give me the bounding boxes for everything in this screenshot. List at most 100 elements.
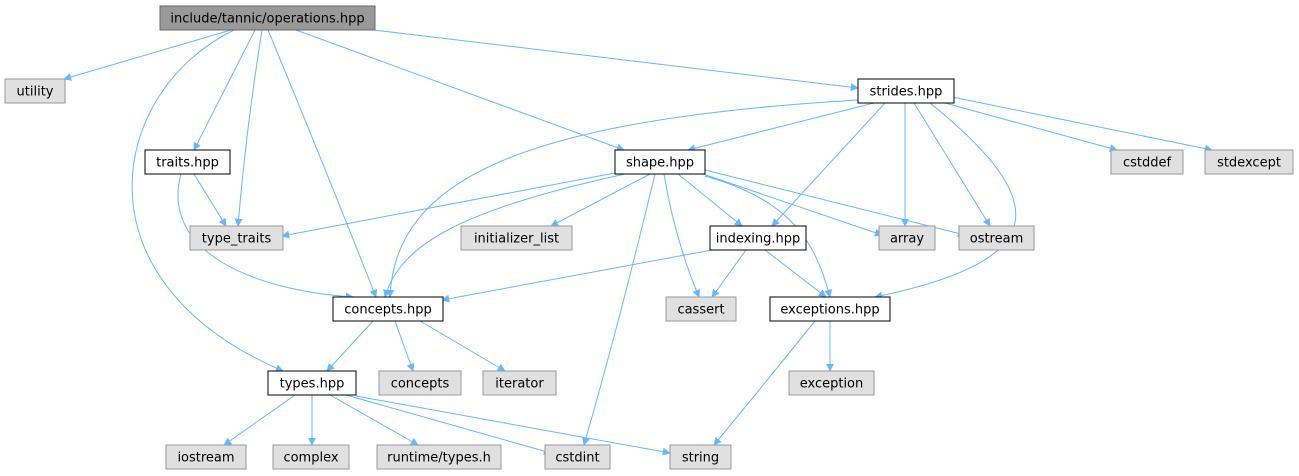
node-string: string <box>669 444 732 470</box>
node-box <box>460 225 573 251</box>
node-strides[interactable]: strides.hpp <box>857 78 955 104</box>
node-box <box>769 296 891 322</box>
node-box <box>665 296 737 322</box>
node-label: shape.hpp <box>626 156 694 171</box>
node-array: array <box>878 225 936 251</box>
node-label: exception <box>800 377 864 392</box>
node-box <box>482 370 557 396</box>
edge-traits-to-concepts_hpp <box>177 173 354 301</box>
node-box <box>857 78 955 104</box>
node-box <box>709 225 807 251</box>
node-concepts: concepts <box>378 370 462 396</box>
node-label: strides.hpp <box>870 85 943 100</box>
edge-strides-to-concepts_hpp <box>386 99 859 298</box>
node-label: indexing.hpp <box>716 232 801 247</box>
edge-strides-to-ostream <box>913 102 991 227</box>
node-label: ostream <box>970 232 1024 247</box>
node-root[interactable]: include/tannic/operations.hpp <box>159 5 376 31</box>
edge-concepts_hpp-to-iterator <box>419 320 506 372</box>
node-box <box>958 225 1035 251</box>
node-box <box>1110 149 1184 175</box>
edge-indexing-to-concepts_hpp <box>441 249 713 303</box>
node-concepts-hpp[interactable]: concepts.hpp <box>332 296 444 322</box>
node-indexing[interactable]: indexing.hpp <box>709 225 807 251</box>
node-shape[interactable]: shape.hpp <box>614 149 706 175</box>
edge-shape-to-indexing <box>677 173 743 227</box>
node-label: string <box>682 451 719 466</box>
node-label: traits.hpp <box>156 156 219 171</box>
node-box <box>4 78 66 104</box>
edge-strides-to-exceptions <box>874 102 1017 300</box>
node-box <box>189 225 284 251</box>
edge-root-to-type_traits <box>234 29 263 227</box>
node-cassert: cassert <box>665 296 737 322</box>
node-label: cassert <box>677 303 724 318</box>
edge-types_hpp-to-runtime_types <box>329 394 419 446</box>
node-type-traits: type_traits <box>189 225 284 251</box>
node-label: concepts <box>391 377 450 392</box>
node-exception: exception <box>788 370 875 396</box>
node-label: array <box>890 232 924 247</box>
node-label: exceptions.hpp <box>780 303 879 318</box>
node-label: concepts.hpp <box>344 303 431 318</box>
edge-types_hpp-to-cstdint <box>345 394 552 455</box>
node-utility: utility <box>4 78 66 104</box>
edge-strides-to-stdexcept <box>951 96 1213 153</box>
edge-shape-to-initializer_list <box>550 173 651 227</box>
node-initializer-list: initializer_list <box>460 225 573 251</box>
node-box <box>378 370 462 396</box>
edge-shape-to-array <box>702 173 883 237</box>
node-label: cstdint <box>555 451 599 466</box>
node-cstdint: cstdint <box>544 444 611 470</box>
edge-traits-to-type_traits <box>193 173 227 227</box>
node-label: complex <box>283 451 338 466</box>
edge-concepts_hpp-to-concepts <box>394 320 415 372</box>
edge-types_hpp-to-iostream <box>223 394 296 446</box>
node-label: include/tannic/operations.hpp <box>170 12 364 27</box>
node-complex: complex <box>272 444 350 470</box>
node-box <box>788 370 875 396</box>
node-label: cstddef <box>1123 156 1172 171</box>
edge-shape-to-cstdint <box>582 173 656 446</box>
node-box <box>614 149 706 175</box>
node-types-hpp[interactable]: types.hpp <box>267 370 357 396</box>
node-box <box>332 296 444 322</box>
edge-shape-to-cassert <box>663 173 700 298</box>
node-box <box>669 444 732 470</box>
node-label: iostream <box>177 451 234 466</box>
node-box <box>878 225 936 251</box>
node-box <box>272 444 350 470</box>
node-label: stdexcept <box>1217 156 1281 171</box>
edge-shape-to-concepts_hpp <box>383 173 626 298</box>
node-box <box>159 5 376 31</box>
edge-shape-to-type_traits <box>281 172 616 239</box>
node-label: iterator <box>495 377 544 392</box>
edge-root-to-types_hpp <box>131 29 284 372</box>
edge-concepts_hpp-to-types_hpp <box>326 320 374 372</box>
edge-strides-to-shape <box>687 102 875 153</box>
edge-root-to-concepts_hpp <box>267 29 378 298</box>
node-box <box>376 444 502 470</box>
node-label: type_traits <box>202 232 272 247</box>
node-ostream: ostream <box>958 225 1035 251</box>
node-label: types.hpp <box>280 377 345 392</box>
edge-shape-to-exceptions <box>704 175 833 298</box>
edge-root-to-utility <box>63 29 232 81</box>
edge-indexing-to-exceptions <box>764 249 827 298</box>
node-box <box>267 370 357 396</box>
edges-layer <box>63 29 1213 456</box>
nodes-layer: include/tannic/operations.hpp utility stri… <box>4 5 1294 470</box>
node-iterator: iterator <box>482 370 557 396</box>
edge-strides-to-indexing <box>771 102 886 227</box>
node-label: initializer_list <box>474 232 559 247</box>
node-cstddef: cstddef <box>1110 149 1184 175</box>
edge-root-to-shape <box>295 29 625 152</box>
node-stdexcept: stdexcept <box>1204 149 1294 175</box>
node-exceptions[interactable]: exceptions.hpp <box>769 296 891 322</box>
node-label: runtime/types.h <box>387 451 491 466</box>
edge-indexing-to-cassert <box>711 249 747 298</box>
node-traits[interactable]: traits.hpp <box>144 149 231 175</box>
node-iostream: iostream <box>165 444 247 470</box>
edge-root-to-traits <box>193 29 256 151</box>
